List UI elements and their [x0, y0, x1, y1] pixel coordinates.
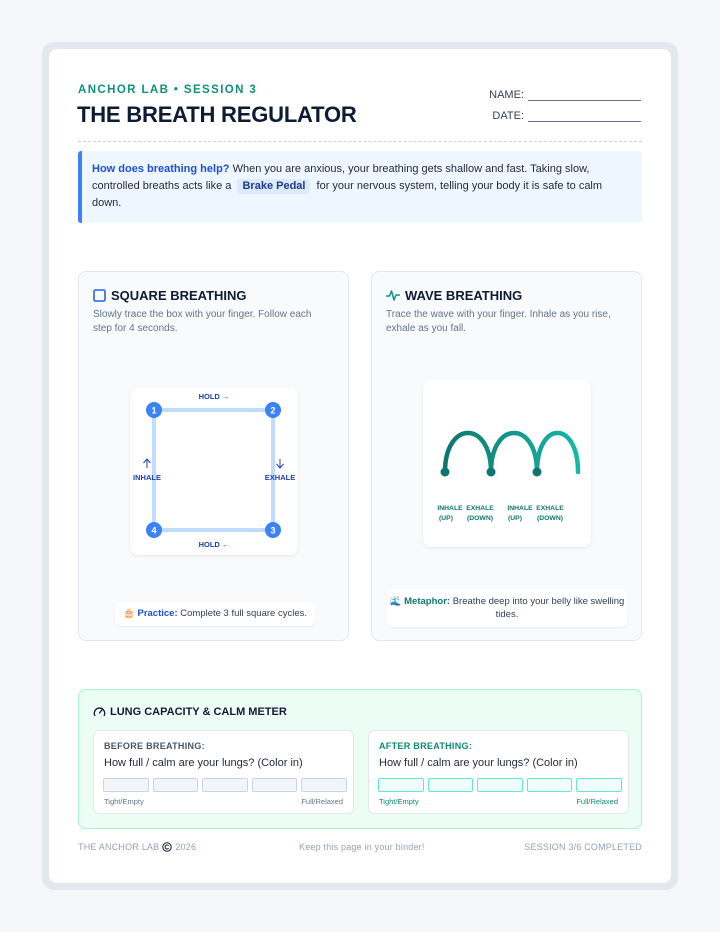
date-field[interactable]: DATE: — [492, 110, 641, 122]
after-meter-cell-4[interactable] — [526, 778, 572, 792]
wave-icon: 🌊 — [389, 596, 402, 607]
footer-reminder: Keep this page in your binder! — [299, 842, 425, 852]
square-path[interactable] — [152, 408, 275, 532]
arrow-up-icon — [143, 458, 151, 468]
brake-pedal-highlight: Brake Pedal — [237, 179, 311, 194]
wave-title-text: WAVE BREATHING — [405, 288, 523, 303]
footer-session-status: SESSION 3/6 COMPLETED — [524, 842, 642, 852]
step-dot-3: 3 — [265, 522, 281, 538]
after-meter-cell-2[interactable] — [427, 778, 473, 792]
step-number-4: 4 — [151, 526, 156, 536]
wave-path[interactable] — [442, 430, 581, 475]
wave-point-2 — [486, 467, 496, 477]
metaphor-note: 🌊 Metaphor: Breathe deep into your belly… — [387, 589, 627, 627]
step-dot-2: 2 — [265, 402, 281, 418]
page-title: THE BREATH REGULATOR — [77, 102, 357, 127]
cake-icon: 🎂 — [123, 608, 135, 619]
after-meter-cell-1[interactable] — [378, 778, 424, 792]
wave-breathing-card: WAVE BREATHING Trace the wave with your … — [371, 271, 642, 641]
after-breathing-panel: AFTER BREATHING: How full / calm are you… — [368, 730, 629, 814]
intro-callout: How does breathing help? When you are an… — [78, 151, 642, 223]
wave-diagram[interactable]: INHALE (UP) EXHALE (DOWN) INHALE (UP) EX… — [423, 380, 591, 547]
before-breathing-panel: BEFORE BREATHING: How full / calm are yo… — [93, 730, 354, 814]
before-meter-cell-1[interactable] — [103, 778, 149, 792]
session-kicker: ANCHOR LAB • SESSION 3 — [78, 84, 258, 96]
before-scale-high: Full/Relaxed — [301, 797, 343, 806]
metaphor-label: Metaphor: — [404, 596, 451, 607]
wave-sublabel-4: (DOWN) — [537, 515, 563, 522]
square-icon — [93, 289, 106, 302]
gauge-icon — [93, 707, 106, 717]
step-dot-4: 4 — [146, 522, 162, 538]
practice-text: Complete 3 full square cycles. — [177, 608, 307, 619]
footer-year: 2026 — [175, 842, 197, 852]
before-scale-low: Tight/Empty — [104, 797, 144, 806]
practice-label: Practice: — [137, 608, 178, 619]
after-label: AFTER BREATHING: — [379, 741, 473, 751]
label-inhale: INHALE — [133, 473, 161, 482]
footer-brand: THE ANCHOR LAB 2026 — [78, 842, 196, 852]
footer-brand-text: THE ANCHOR LAB — [78, 842, 160, 852]
callout-text-after: for your nervous system, telling your bo… — [92, 180, 603, 209]
calm-meter-title-text: LUNG CAPACITY & CALM METER — [110, 705, 287, 718]
square-diagram[interactable]: 1 2 3 4 HOLD → HOLD ← INHALE — [130, 388, 298, 555]
before-question: How full / calm are your lungs? (Color i… — [104, 757, 303, 769]
wave-point-3 — [532, 467, 542, 477]
before-meter-cell-2[interactable] — [152, 778, 198, 792]
after-meter-cell-3[interactable] — [477, 778, 523, 792]
step-dot-1: 1 — [146, 402, 162, 418]
after-scale-low: Tight/Empty — [379, 797, 419, 806]
callout-text-before: When you are anxious, your breathing get… — [92, 163, 590, 192]
wave-label-2: EXHALE — [466, 505, 494, 512]
after-meter-cell-5[interactable] — [576, 778, 622, 792]
before-meter-cell-3[interactable] — [202, 778, 248, 792]
before-label: BEFORE BREATHING: — [104, 741, 205, 751]
name-line[interactable] — [528, 91, 641, 101]
before-meter-cells — [103, 778, 347, 792]
label-hold-top: HOLD → — [199, 392, 230, 401]
name-label: NAME: — [489, 89, 524, 101]
wave-point-1 — [440, 467, 450, 477]
wave-description: Trace the wave with your finger. Inhale … — [386, 309, 611, 334]
header-divider — [78, 141, 642, 142]
metaphor-text: Breathe deep into your belly like swelli… — [450, 596, 625, 620]
after-meter-cells — [378, 778, 622, 792]
label-exhale: EXHALE — [265, 473, 295, 482]
after-scale-high: Full/Relaxed — [576, 797, 618, 806]
callout-question: How does breathing help? — [92, 163, 230, 175]
pulse-icon — [386, 290, 400, 301]
calm-meter-title: LUNG CAPACITY & CALM METER — [93, 705, 287, 718]
after-question: How full / calm are your lungs? (Color i… — [379, 757, 578, 769]
wave-sublabel-1: (UP) — [439, 515, 453, 522]
copyright-icon — [162, 842, 173, 852]
wave-breathing-title: WAVE BREATHING — [386, 288, 522, 303]
step-number-1: 1 — [151, 406, 156, 416]
arrow-down-icon — [276, 459, 284, 469]
name-field[interactable]: NAME: — [489, 89, 641, 101]
before-meter-cell-4[interactable] — [251, 778, 297, 792]
date-label: DATE: — [492, 110, 524, 122]
step-number-2: 2 — [270, 406, 275, 416]
wave-label-4: EXHALE — [536, 505, 564, 512]
label-hold-bottom: HOLD ← — [199, 540, 230, 549]
step-number-3: 3 — [270, 526, 275, 536]
square-description: Slowly trace the box with your finger. F… — [93, 309, 312, 334]
practice-note: 🎂 Practice: Complete 3 full square cycle… — [115, 602, 315, 626]
wave-label-3: INHALE — [507, 505, 533, 512]
wave-sublabel-2: (DOWN) — [467, 515, 493, 522]
square-breathing-card: SQUARE BREATHING Slowly trace the box wi… — [78, 271, 349, 641]
square-breathing-title: SQUARE BREATHING — [93, 288, 247, 303]
square-title-text: SQUARE BREATHING — [111, 288, 247, 303]
before-meter-cell-5[interactable] — [301, 778, 347, 792]
wave-sublabel-3: (UP) — [508, 515, 522, 522]
date-line[interactable] — [528, 112, 641, 122]
wave-label-1: INHALE — [437, 505, 463, 512]
calm-meter-section: LUNG CAPACITY & CALM METER BEFORE BREATH… — [78, 689, 642, 829]
